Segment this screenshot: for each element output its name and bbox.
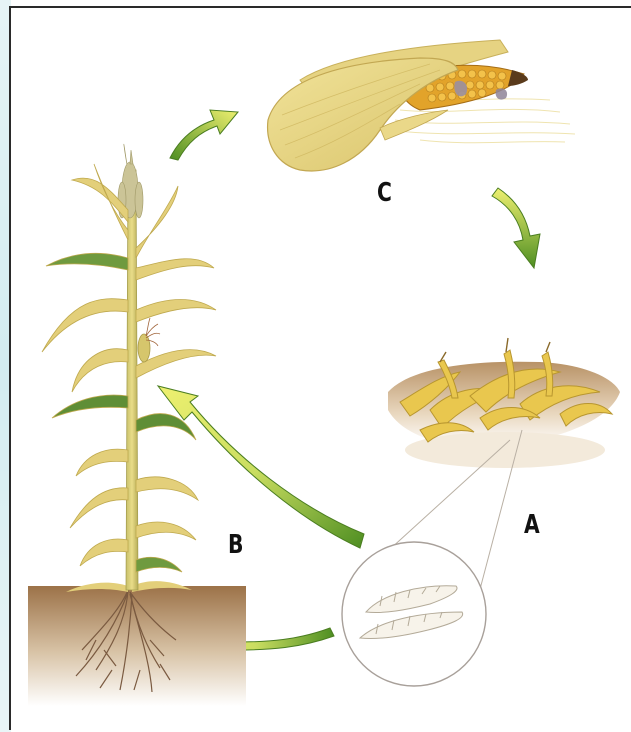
cycle-arrow-c-to-a xyxy=(492,188,540,268)
stalk-ear-silk xyxy=(138,318,160,362)
stage-label-b: B xyxy=(228,530,243,560)
corn-plant-illustration xyxy=(28,144,246,706)
crop-residue-illustration xyxy=(388,338,620,468)
stage-label-a: A xyxy=(524,510,540,540)
cycle-arrow-b-to-c xyxy=(170,110,238,160)
cycle-arrow-a-to-plant xyxy=(158,386,364,548)
soil-block xyxy=(28,586,246,706)
corn-ear-illustration xyxy=(268,40,575,171)
spore-magnifier xyxy=(342,430,522,686)
stage-label-c: C xyxy=(377,178,392,208)
